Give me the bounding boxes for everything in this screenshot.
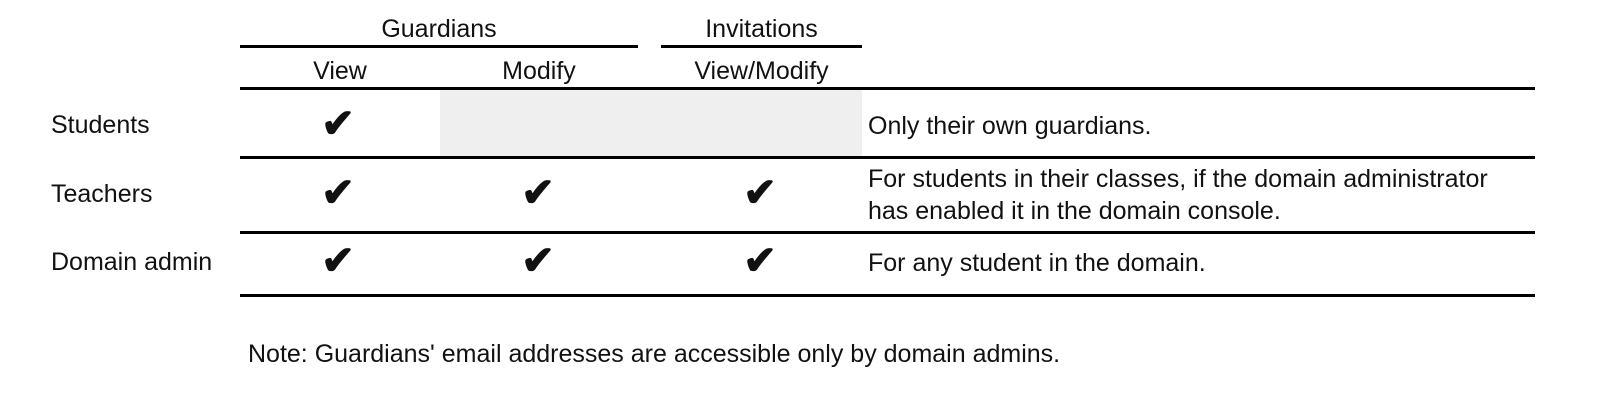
cell-domain-admin-guardians-view: ✔ — [321, 239, 355, 283]
row-rule-after-students — [240, 156, 1535, 159]
header-rule — [240, 87, 1535, 90]
description-students: Only their own guardians. — [868, 112, 1152, 140]
row-label-domain-admin: Domain admin — [51, 248, 213, 276]
column-group-guardians: Guardians — [381, 15, 497, 43]
cell-teachers-guardians-view: ✔ — [321, 171, 355, 215]
cell-teachers-invitations-view-modify: ✔ — [743, 171, 777, 215]
row-rule-after-teachers — [240, 231, 1535, 234]
rule-under-guardians — [240, 45, 638, 48]
row-label-students: Students — [51, 111, 150, 139]
description-teachers: For students in their classes, if the do… — [868, 165, 1488, 225]
cell-teachers-guardians-modify: ✔ — [521, 171, 555, 215]
cell-students-guardians-view: ✔ — [321, 102, 355, 146]
cell-domain-admin-invitations-view-modify: ✔ — [743, 239, 777, 283]
description-domain-admin: For any student in the domain. — [868, 249, 1206, 277]
column-header-modify: Modify — [502, 57, 576, 85]
column-group-invitations: Invitations — [705, 15, 818, 43]
rule-under-invitations — [661, 45, 862, 48]
column-header-view-modify: View/Modify — [694, 57, 829, 85]
disabled-cells-shading-students — [440, 90, 862, 156]
footer-note: Note: Guardians' email addresses are acc… — [248, 340, 1061, 368]
row-label-teachers: Teachers — [51, 180, 153, 208]
table-bottom-rule — [240, 294, 1535, 297]
column-header-view: View — [313, 57, 367, 85]
cell-domain-admin-guardians-modify: ✔ — [521, 239, 555, 283]
